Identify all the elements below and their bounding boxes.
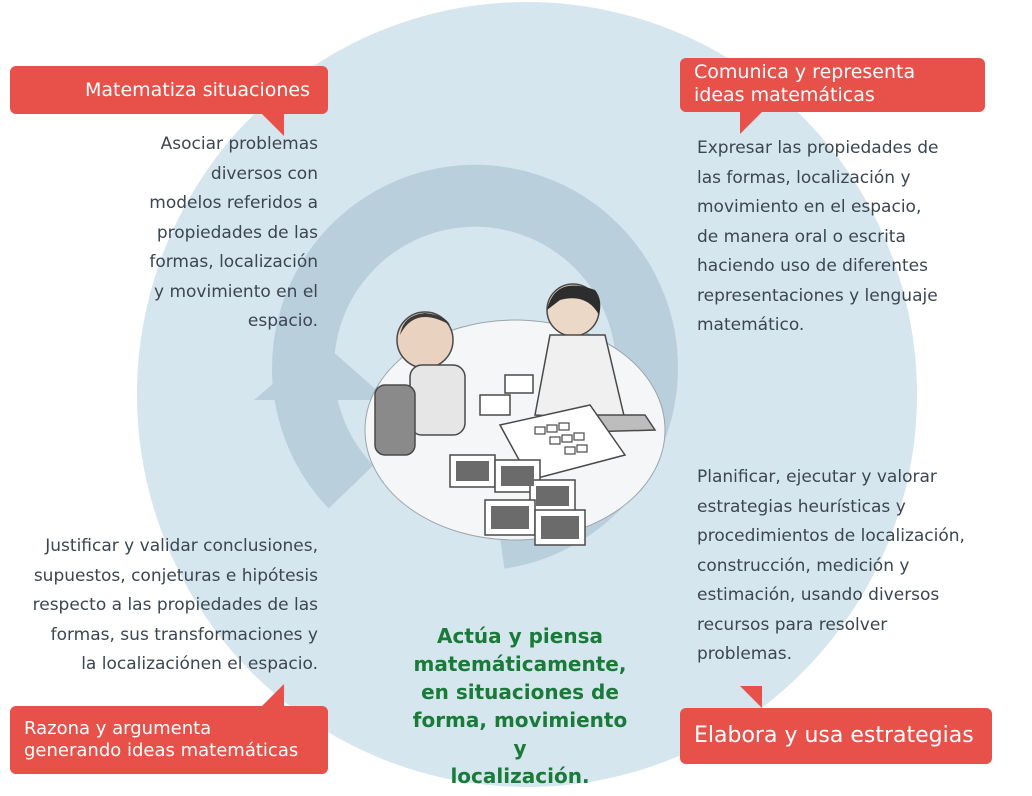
label-elabora-y-usa-estrategias: Elabora y usa estrategias [680,686,992,764]
callout-tail [262,684,284,706]
description-matematiza: Asociar problemas diversos con modelos r… [149,134,318,331]
callout-tail [740,112,762,134]
label-matematiza-situaciones: Matematiza situaciones [10,66,328,136]
callout-tail [262,114,284,136]
label-elabora-text: Elabora y usa estrategias [694,722,974,748]
label-comunica-y-representa: Comunica y representa ideas matemáticas [680,58,985,134]
cycle-arrow-head [254,342,388,400]
callout-tail [740,686,762,708]
center-competency-text: Actúa y piensa matemáticamente, en situa… [412,624,628,788]
label-razona-y-argumenta: Razona y argumenta generando ideas matem… [10,684,328,774]
label-comunica-text: Comunica y representa ideas matemáticas [694,61,916,106]
description-elabora: Planificar, ejecutar y valorar estrategi… [697,467,965,664]
description-comunica: Expresar las propiedades de las formas, … [697,138,939,335]
label-razona-text: Razona y argumenta generando ideas matem… [24,718,299,761]
children-playing-with-blocks-icon [364,283,666,546]
description-razona: Justificar y validar conclusiones, supue… [32,536,318,674]
label-matematiza-text: Matematiza situaciones [84,78,310,101]
